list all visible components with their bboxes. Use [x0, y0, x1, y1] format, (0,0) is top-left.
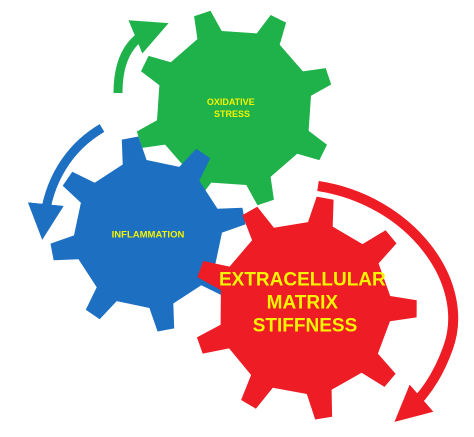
extracellular-matrix-stiffness-gear-shape	[196, 196, 417, 420]
red-cycle-arrow	[317, 181, 458, 422]
inflammation-gear: INFLAMMATION	[50, 136, 246, 332]
oxidative-stress-gear-shape	[136, 10, 332, 206]
oxidative-stress-label-line-2: STRESS	[214, 109, 250, 119]
extracellular-matrix-stiffness-gear: EXTRACELLULAR MATRIX STIFFNESS	[196, 196, 417, 420]
ecm-label-line-2: MATRIX	[267, 293, 339, 314]
ecm-label-line-3: STIFFNESS	[253, 316, 358, 337]
inflammation-label: INFLAMMATION	[112, 229, 185, 240]
oxidative-stress-label-line-1: OXIDATIVE	[207, 97, 255, 107]
ecm-label-line-1: EXTRACELLULAR	[219, 270, 386, 291]
blue-cycle-arrow	[27, 124, 105, 240]
inflammation-gear-shape	[50, 136, 246, 332]
oxidative-stress-gear: OXIDATIVE STRESS	[136, 10, 332, 206]
svg-text:INFLAMMATION: INFLAMMATION	[112, 229, 185, 240]
green-cycle-arrow	[113, 20, 169, 94]
svg-text:EXTRACELLULAR MATRIX: EXTRACELLULAR MATRIX STIFFNESS	[219, 270, 391, 337]
svg-text:OXIDATIVE STRESS: OXIDATIVE STRESS	[207, 97, 257, 119]
